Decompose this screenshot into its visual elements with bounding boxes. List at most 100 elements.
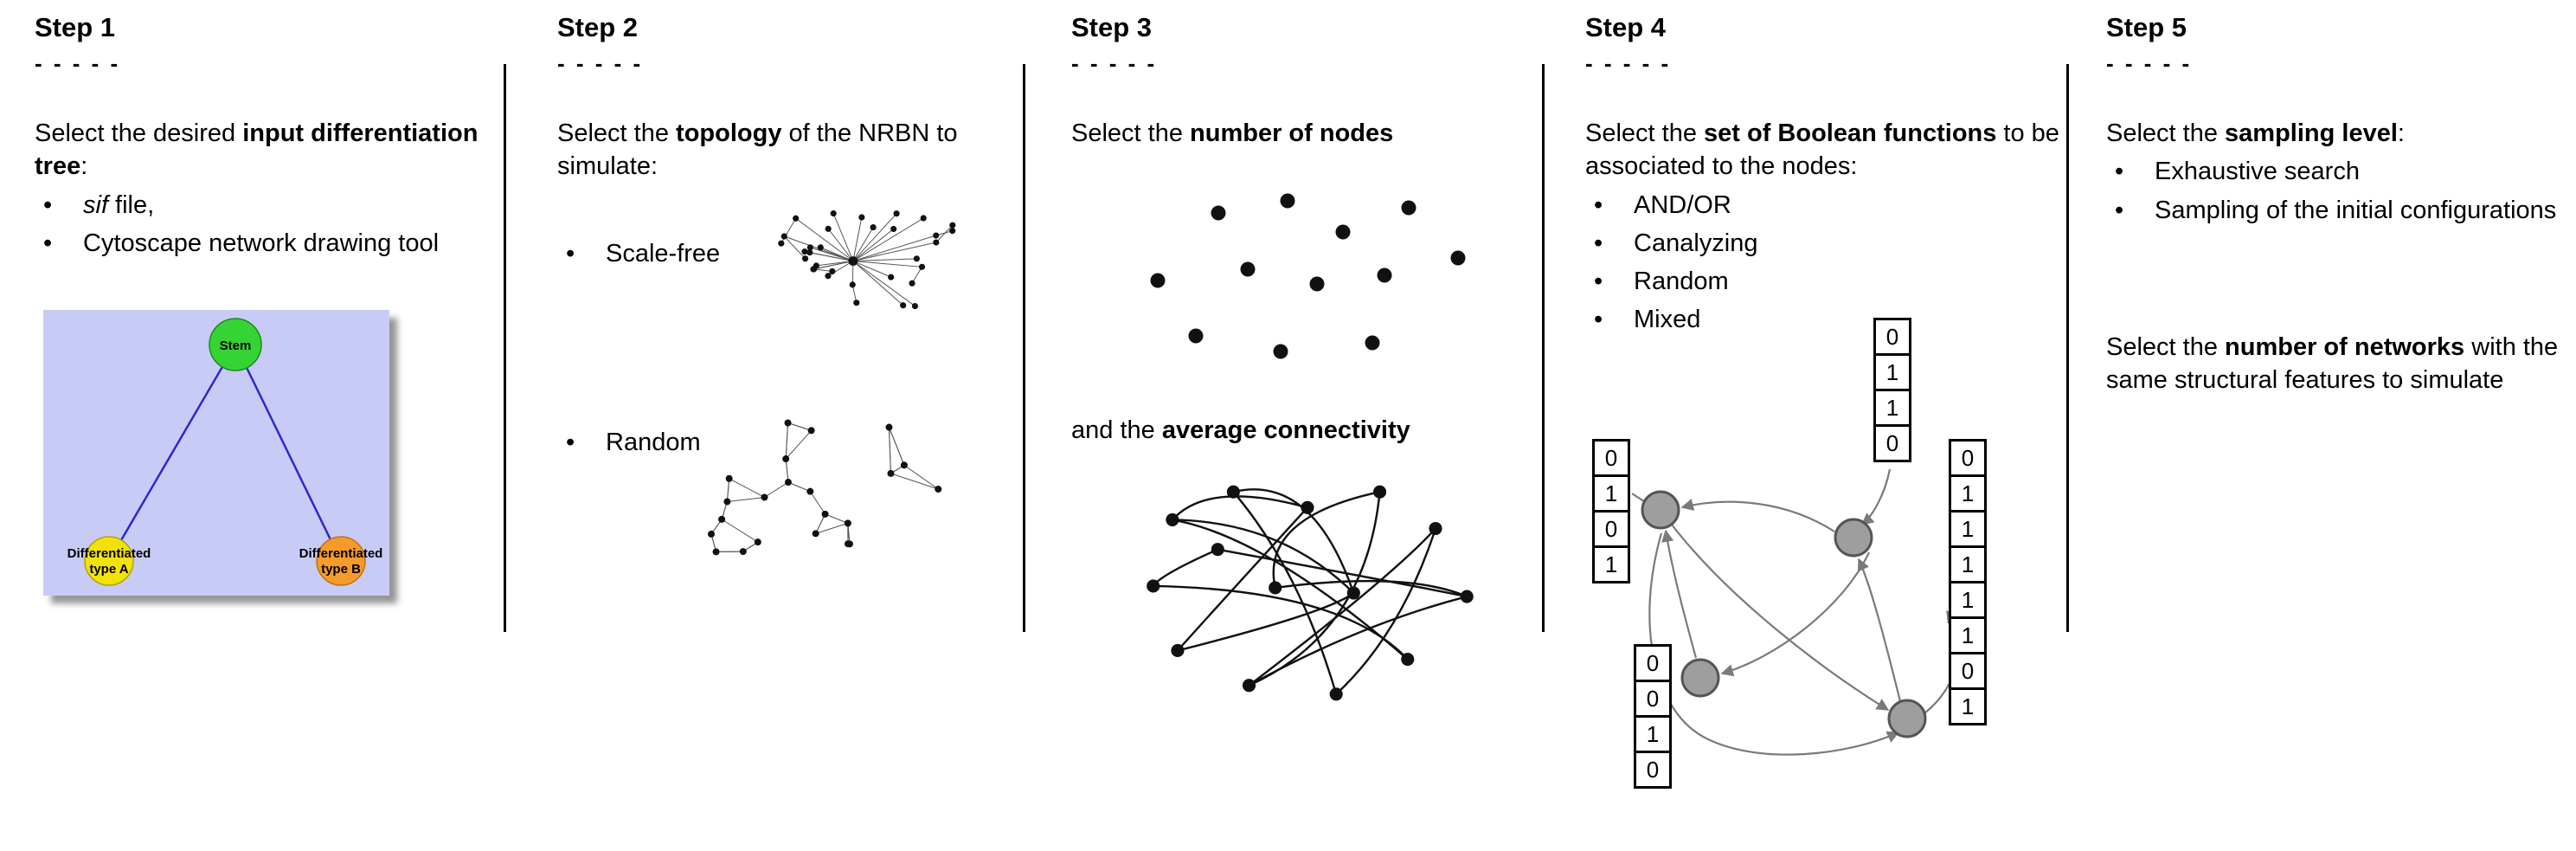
boolean-function-bit: 1 bbox=[1949, 510, 1987, 548]
boolean-function-bit: 0 bbox=[1634, 680, 1672, 718]
tree-edge-left bbox=[107, 344, 237, 562]
intro-bold: number of networks bbox=[2225, 332, 2465, 361]
column-divider bbox=[2066, 64, 2069, 632]
step-1-bullet-list: sif file, Cytoscape network drawing tool bbox=[35, 189, 489, 261]
boolean-function-bit: 0 bbox=[1634, 644, 1672, 682]
boolean-network-figure bbox=[1631, 468, 1959, 756]
boolean-function-bit: 0 bbox=[1592, 439, 1630, 477]
step-2-dashes: - - - - - bbox=[557, 50, 644, 76]
intro-text: : bbox=[2397, 119, 2405, 147]
intro-bold: topology bbox=[676, 119, 782, 147]
network-edge bbox=[1648, 532, 1900, 756]
boolean-function-bit: 1 bbox=[1949, 545, 1987, 583]
network-edge bbox=[1671, 524, 1890, 711]
step-1-title: Step 1 bbox=[35, 12, 116, 42]
boolean-function-bit: 0 bbox=[1873, 424, 1911, 462]
boolean-function-bit: 1 bbox=[1873, 353, 1911, 391]
step-3-intro-2: and the average connectivity bbox=[1071, 414, 1410, 447]
intro-text: Select the desired bbox=[35, 119, 243, 147]
step-3-intro: Select the number of nodes bbox=[1071, 117, 1539, 150]
step-2-intro: Select the topology of the NRBN to simul… bbox=[557, 117, 1014, 184]
bullet-text: Exhaustive search bbox=[2155, 158, 2360, 186]
network-node bbox=[1641, 490, 1680, 530]
boolean-function-bit: 1 bbox=[1634, 715, 1672, 753]
network-edge bbox=[1860, 468, 1892, 525]
bullet-text: Canalyzing bbox=[1634, 229, 1758, 257]
boolean-function-bit: 1 bbox=[1949, 687, 1987, 725]
bullet-text-rest: file, bbox=[108, 190, 155, 219]
bullet-text: AND/OR bbox=[1634, 190, 1731, 219]
stem-label: Stem bbox=[220, 338, 252, 353]
list-item-canalyzing: Canalyzing bbox=[1585, 227, 2070, 260]
intro-text: Select the bbox=[1585, 119, 1705, 147]
nodes-dots-illustration bbox=[1150, 193, 1466, 359]
bullet-text: Sampling of the initial configurations bbox=[2155, 196, 2557, 224]
column-divider bbox=[504, 64, 506, 632]
boolean-function-bit: 0 bbox=[1634, 751, 1672, 789]
step-1-column: Step 1 - - - - - Select the desired inpu… bbox=[35, 0, 489, 851]
bullet-text: Mixed bbox=[1634, 306, 1701, 334]
list-item-sif-file: sif file, bbox=[35, 189, 489, 222]
intro-bold: average connectivity bbox=[1161, 416, 1410, 444]
intro-bold: sampling level bbox=[2225, 119, 2398, 147]
list-item-sampling: Sampling of the initial configurations bbox=[2106, 194, 2576, 227]
boolean-function-bit: 0 bbox=[1592, 510, 1630, 548]
intro-text: Select the bbox=[557, 119, 677, 147]
intro-text: Select the bbox=[2106, 119, 2226, 147]
step-1-intro: Select the desired input differentiation… bbox=[35, 117, 489, 184]
intro-text: Select the bbox=[1071, 119, 1191, 147]
list-item-scale-free: Scale-free bbox=[557, 237, 1014, 270]
tree-edge-right bbox=[234, 344, 343, 562]
boolean-function-bit: 1 bbox=[1873, 389, 1911, 427]
sif-word: sif bbox=[83, 190, 108, 219]
list-item-random: Random bbox=[1585, 265, 2070, 298]
network-node bbox=[1834, 518, 1873, 558]
step-4-column: Step 4 - - - - - Select the set of Boole… bbox=[1585, 0, 2070, 851]
boolean-function-bit: 1 bbox=[1949, 581, 1987, 619]
label-line-1: Differentiated bbox=[67, 546, 151, 561]
bullet-text: Scale-free bbox=[606, 239, 721, 268]
boolean-function-bit: 1 bbox=[1949, 474, 1987, 513]
list-item-exhaustive-search: Exhaustive search bbox=[2106, 155, 2576, 188]
label-line-2: type B bbox=[321, 562, 361, 577]
column-divider bbox=[1542, 64, 1545, 632]
intro-text: and the bbox=[1071, 416, 1162, 444]
stem-node bbox=[209, 318, 262, 371]
step-3-title: Step 3 bbox=[1071, 12, 1153, 42]
boolean-function-bit: 0 bbox=[1873, 318, 1911, 356]
list-item-mixed: Mixed bbox=[1585, 303, 2070, 336]
bullet-text: Random bbox=[1634, 268, 1729, 296]
boolean-function-bit: 1 bbox=[1592, 474, 1630, 513]
step-2-column: Step 2 - - - - - Select the topology of … bbox=[557, 0, 1014, 851]
step-1-dashes: - - - - - bbox=[35, 50, 121, 76]
step-5-networks-paragraph: Select the number of networks with the s… bbox=[2106, 331, 2576, 397]
network-node bbox=[1887, 699, 1927, 738]
intro-text: with the same structural features to sim… bbox=[2106, 332, 2559, 395]
list-item-random: Random bbox=[557, 426, 1014, 459]
intro-text: : bbox=[80, 152, 88, 181]
step-5-bullet-list: Exhaustive search Sampling of the initia… bbox=[2106, 155, 2576, 227]
bullet-text: sif file, bbox=[83, 189, 154, 222]
step-5-title: Step 5 bbox=[2106, 12, 2187, 42]
scale-free-network-illustration bbox=[778, 210, 956, 310]
step-3-dashes: - - - - - bbox=[1071, 50, 1158, 76]
network-edge bbox=[1661, 529, 1698, 659]
list-item-cytoscape: Cytoscape network drawing tool bbox=[35, 227, 489, 260]
step-3-column: Step 3 - - - - - Select the number of no… bbox=[1071, 0, 1539, 851]
step-2-title: Step 2 bbox=[557, 12, 639, 42]
intro-bold: number of nodes bbox=[1190, 119, 1394, 147]
bullet-text: Cytoscape network drawing tool bbox=[83, 229, 440, 257]
intro-text: to be associated to the nodes: bbox=[1585, 119, 2059, 181]
network-node bbox=[1680, 658, 1720, 698]
label-line-1: Differentiated bbox=[299, 546, 383, 561]
step-4-bullet-list: AND/OR Canalyzing Random Mixed bbox=[1585, 189, 2070, 337]
intro-bold: input differentiation tree bbox=[35, 119, 479, 181]
intro-text: of the NRBN to simulate: bbox=[557, 119, 958, 181]
